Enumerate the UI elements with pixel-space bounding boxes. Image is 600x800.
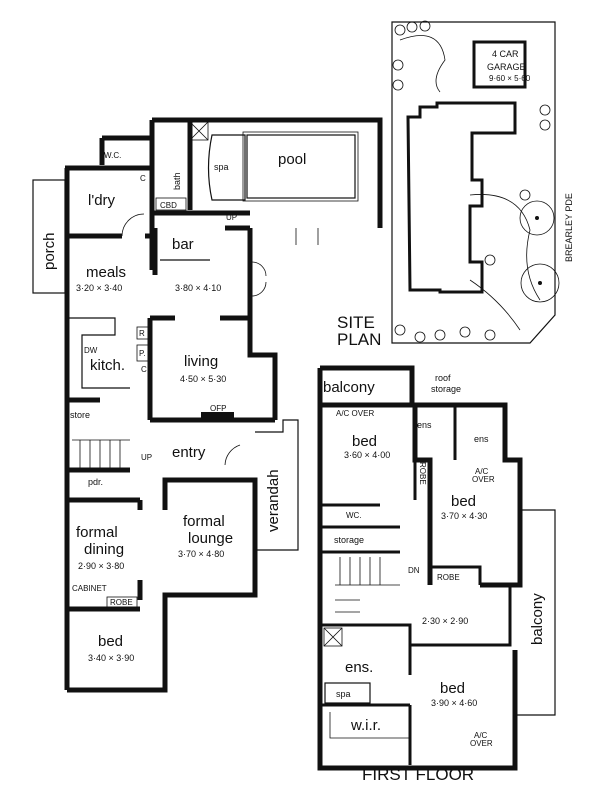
pool-label: pool	[278, 151, 306, 168]
formal-lounge-line2: lounge	[188, 530, 233, 547]
robe-label: ROBE	[110, 598, 133, 607]
garage-dim: 9·60 × 5·60	[489, 74, 531, 83]
bar-label: bar	[172, 236, 194, 253]
tree-icon	[519, 200, 555, 236]
store-label: store	[70, 410, 90, 420]
entry-label: entry	[172, 444, 206, 461]
landing-dim: 2·30 × 2·90	[422, 616, 468, 626]
r-label: R	[139, 329, 145, 338]
ens2-label: ens	[474, 434, 489, 444]
kitchen-label: kitch.	[90, 357, 125, 374]
site-plan-label-line1: SITE	[337, 313, 375, 332]
cbd-label: CBD	[160, 201, 177, 210]
first-floor-title: FIRST FLOOR	[362, 765, 474, 784]
powder-label: pdr.	[88, 477, 103, 487]
dw-label: DW	[84, 346, 98, 355]
c-label: C	[140, 174, 146, 183]
site-plan-label-line2: PLAN	[337, 330, 381, 349]
ac-over-2-line1: A/C	[475, 467, 489, 476]
bed-dim: 3·40 × 3·90	[88, 653, 134, 663]
dn-label: DN	[408, 566, 420, 575]
balcony-right-label: balcony	[529, 593, 546, 645]
pool-enclosure	[149, 117, 383, 270]
first-floor: balcony roof storage A/C OVER bed 3·60 ×…	[317, 365, 556, 771]
storage-label: storage	[334, 535, 364, 545]
meals-label: meals	[86, 264, 126, 281]
wir-label: w.i.r.	[350, 717, 381, 734]
formal-dining-dim: 2·90 × 3·80	[78, 561, 124, 571]
site-plan: 4 CAR GARAGE 9·60 × 5·60 BREARLEY PDE	[391, 20, 574, 344]
tree-icon	[520, 263, 560, 303]
bed1-label: bed	[352, 433, 377, 450]
bed-label: bed	[98, 633, 123, 650]
ens1-label: ens	[417, 420, 432, 430]
ac-over-2-line2: OVER	[472, 475, 495, 484]
balcony-top-label: balcony	[323, 379, 375, 396]
ac-over-3-line1: A/C	[474, 731, 488, 740]
ac-over-3-line2: OVER	[470, 739, 493, 748]
bed3-dim: 3·90 × 4·60	[431, 698, 477, 708]
ground-floor: pool spa bath CBD UP W.C. l'dry C porch …	[32, 117, 383, 693]
up-stairs-label: UP	[141, 453, 152, 462]
roof-storage-line2: storage	[431, 384, 461, 394]
meals-dim: 3·20 × 3·40	[76, 283, 122, 293]
p-label: P.	[139, 349, 146, 358]
bath-label: bath	[172, 172, 182, 190]
shrubs	[392, 20, 551, 343]
roof-storage-line1: roof	[435, 373, 451, 383]
ofp-label: OFP	[210, 404, 226, 413]
up-pool-label: UP	[226, 213, 237, 222]
robe2-label: ROBE	[437, 573, 460, 582]
wc-upper-label: WC.	[346, 511, 362, 520]
upper-staircase	[335, 557, 400, 613]
bed1-dim: 3·60 × 4·00	[344, 450, 390, 460]
formal-lounge-line1: formal	[183, 513, 225, 530]
family-dim: 3·80 × 4·10	[175, 283, 221, 293]
garage-line1: 4 CAR	[492, 49, 519, 59]
robe1-label: ROBE	[418, 462, 427, 485]
bed3-label: bed	[440, 680, 465, 697]
laundry-label: l'dry	[88, 192, 116, 209]
porch-label: porch	[41, 232, 58, 270]
street-label: BREARLEY PDE	[564, 193, 574, 262]
spa-upper-label: spa	[336, 689, 351, 699]
ens3-label: ens.	[345, 659, 373, 676]
bed2-dim: 3·70 × 4·30	[441, 511, 487, 521]
formal-lounge-dim: 3·70 × 4·80	[178, 549, 224, 559]
verandah-label: verandah	[265, 469, 282, 532]
ac-over-1: A/C OVER	[336, 409, 374, 418]
bed2-label: bed	[451, 493, 476, 510]
living-dim: 4·50 × 5·30	[180, 374, 226, 384]
spa-label: spa	[214, 162, 229, 172]
formal-dining-line1: formal	[76, 524, 118, 541]
c2-label: C	[141, 365, 147, 374]
cabinet-label: CABINET	[72, 584, 107, 593]
living-label: living	[184, 353, 218, 370]
garage-line2: GARAGE	[487, 62, 526, 72]
wc-label: W.C.	[104, 151, 121, 160]
formal-dining-line2: dining	[84, 541, 124, 558]
staircase	[72, 439, 130, 468]
